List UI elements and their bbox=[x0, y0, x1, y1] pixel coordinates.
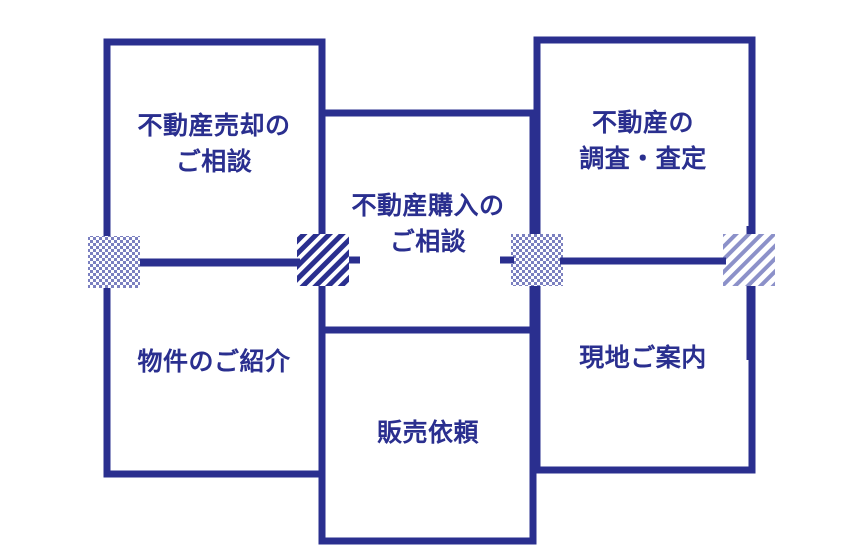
connector-right-inner bbox=[511, 234, 563, 286]
connector-left-inner bbox=[297, 234, 349, 286]
connector-group bbox=[88, 234, 775, 288]
node-box-middle bbox=[318, 109, 537, 545]
connector-right-outer bbox=[723, 234, 775, 286]
node-box-right bbox=[533, 36, 756, 474]
connector-left-outer bbox=[88, 236, 140, 288]
